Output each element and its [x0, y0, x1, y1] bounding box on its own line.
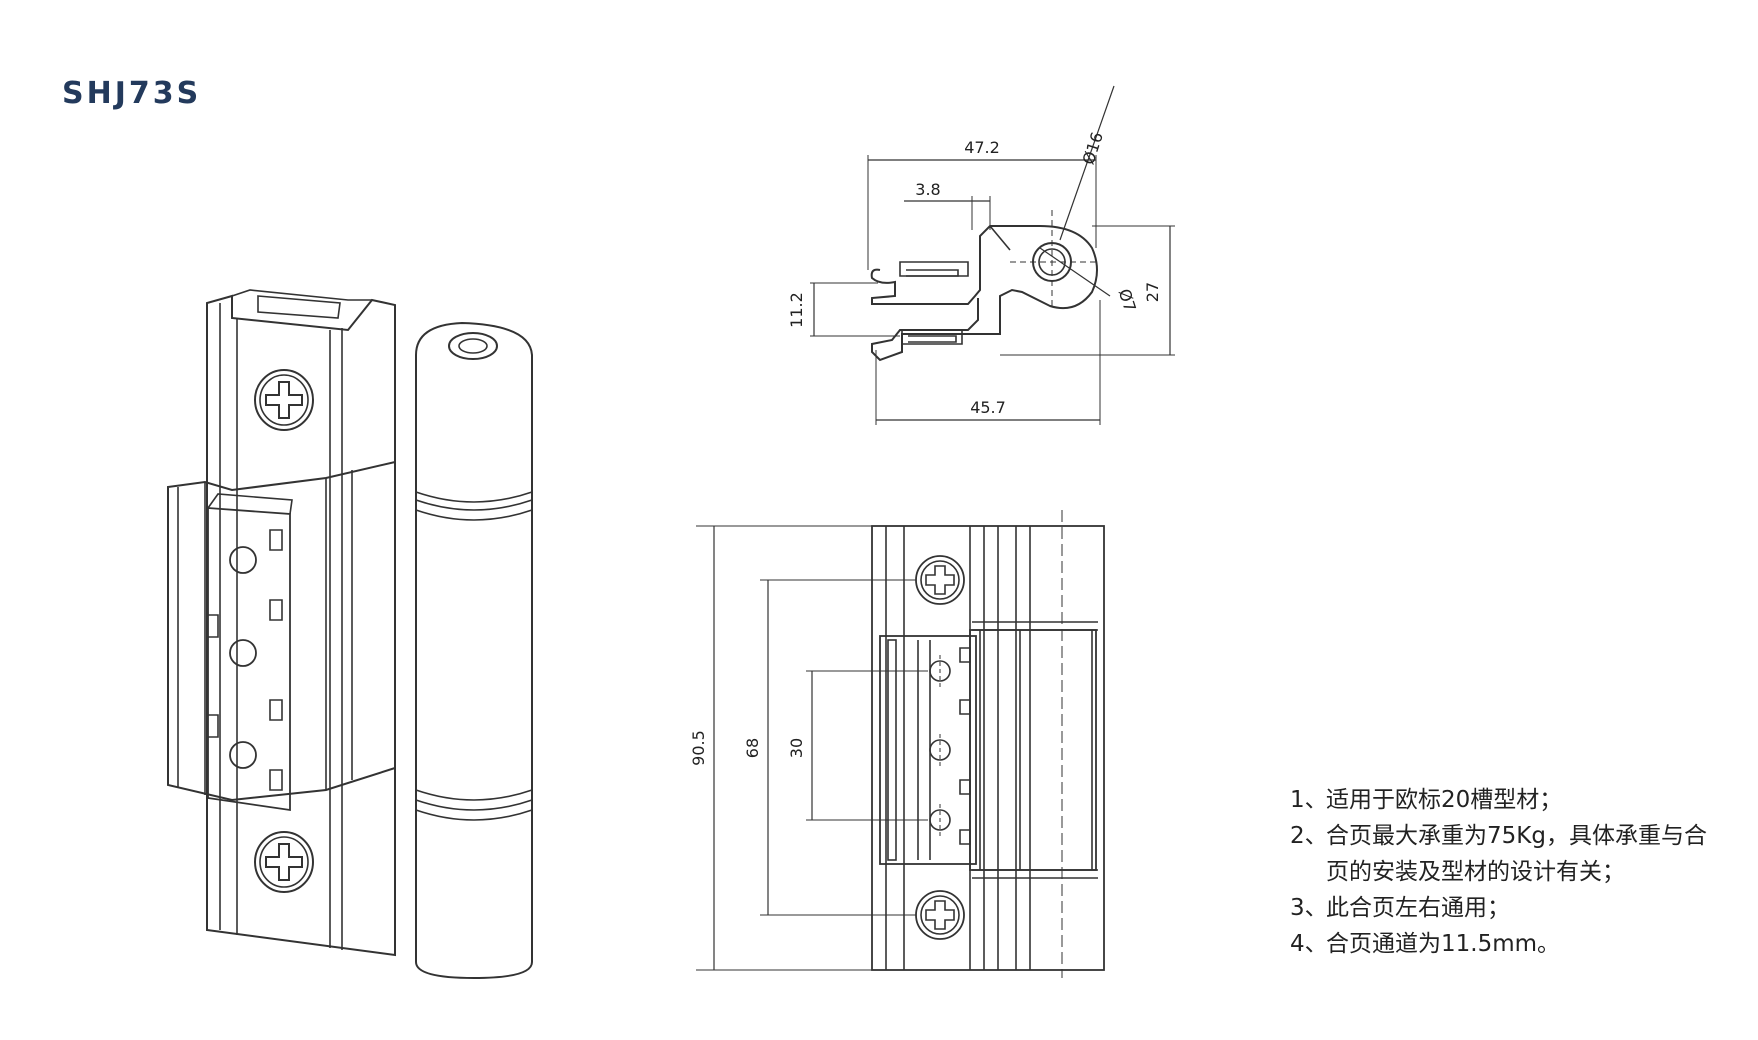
note-text: 此合页左右通用；	[1326, 895, 1510, 921]
dim-bottom-width: 45.7	[970, 398, 1006, 417]
note-text: 适用于欧标20槽型材；	[1326, 787, 1563, 813]
hinge-3d-illustration	[167, 289, 533, 980]
front-elevation: 90.5 68 30	[689, 510, 1105, 978]
dim-top-width: 47.2	[964, 138, 1000, 157]
lower-screw-icon	[254, 831, 314, 893]
note-item: 2、 合页最大承重为75Kg，具体承重与合页的安装及型材的设计有关；	[1290, 818, 1710, 890]
note-item: 3、 此合页左右通用；	[1290, 890, 1710, 926]
upper-screw-icon	[254, 369, 314, 431]
dim-profile-height: 27	[1143, 282, 1162, 302]
note-number: 2、	[1290, 823, 1328, 849]
note-text: 合页通道为11.5mm。	[1326, 931, 1561, 957]
dim-slot-width: 3.8	[915, 180, 940, 199]
product-title: SHJ73S	[62, 76, 202, 111]
elevation-upper-screw-icon	[915, 555, 965, 605]
dim-bore-diameter: Ø7	[1115, 287, 1140, 315]
note-number: 3、	[1290, 895, 1328, 921]
dim-screw-spacing: 68	[743, 738, 762, 758]
dim-hole-spacing: 30	[787, 738, 806, 758]
note-number: 4、	[1290, 931, 1328, 957]
notes-list: 1、 适用于欧标20槽型材； 2、 合页最大承重为75Kg，具体承重与合页的安装…	[1290, 782, 1710, 962]
dim-pin-diameter: Ø16	[1079, 130, 1107, 167]
note-number: 1、	[1290, 787, 1328, 813]
note-item: 1、 适用于欧标20槽型材；	[1290, 782, 1710, 818]
dim-channel-height: 11.2	[787, 292, 806, 328]
note-item: 4、 合页通道为11.5mm。	[1290, 926, 1710, 962]
dim-overall-length: 90.5	[689, 730, 708, 766]
note-text: 合页最大承重为75Kg，具体承重与合页的安装及型材的设计有关；	[1326, 823, 1707, 885]
top-view-section: 47.2 3.8 Ø16 Ø7 27 11.2 45.7	[787, 85, 1175, 425]
elevation-lower-screw-icon	[915, 890, 965, 940]
hinge-barrel	[415, 321, 533, 980]
